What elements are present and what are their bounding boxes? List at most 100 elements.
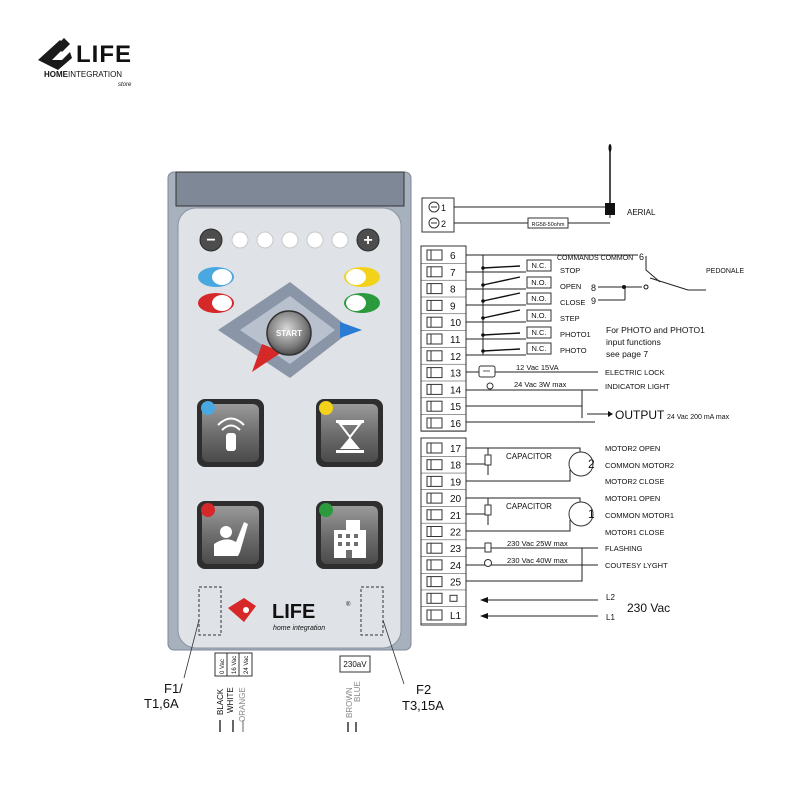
contact-type: N.C. bbox=[532, 261, 547, 270]
input-8-num: 8 bbox=[591, 283, 596, 293]
timer-button[interactable] bbox=[316, 399, 383, 467]
transformer-wire: WHITE bbox=[226, 687, 235, 713]
contact-type: N.O. bbox=[531, 294, 546, 303]
terminal-number: 25 bbox=[450, 578, 462, 589]
terminal-25: 25 bbox=[421, 576, 466, 591]
open-label: OPEN bbox=[560, 282, 581, 291]
mains-l1-label: L1 bbox=[606, 613, 615, 622]
transformer-tap: 16 Vac bbox=[232, 656, 238, 674]
terminal-13: 13 bbox=[421, 367, 466, 382]
input-contact: N.C. bbox=[466, 259, 552, 273]
fuse-f1-rating: T1,6A bbox=[144, 696, 179, 711]
contact-type: N.C. bbox=[532, 328, 547, 337]
terminal-number: 17 bbox=[450, 444, 462, 455]
motor1-open-label: MOTOR1 OPEN bbox=[605, 494, 660, 503]
electric-lock-icon bbox=[478, 365, 496, 378]
brand-logo: LIFE HOMEINTEGRATION store bbox=[38, 38, 132, 88]
terminal-number: 8 bbox=[450, 285, 456, 296]
transformer-tap: 24 Vac bbox=[244, 656, 250, 674]
control-panel: − + bbox=[167, 171, 412, 651]
terminal-number: 15 bbox=[450, 402, 462, 413]
courtesy-rating: 230 Vac 40W max bbox=[507, 556, 568, 565]
input-contact: N.O. bbox=[466, 292, 552, 306]
lock-label: ELECTRIC LOCK bbox=[605, 368, 665, 377]
capacitor-icon bbox=[484, 504, 492, 516]
remote-wifi-icon bbox=[217, 417, 245, 451]
panel-logo-name: LIFE bbox=[272, 601, 315, 623]
plus-button[interactable] bbox=[356, 228, 380, 252]
svg-text:HOMEINTEGRATION: HOMEINTEGRATION bbox=[44, 70, 122, 79]
contact-type: N.C. bbox=[532, 344, 547, 353]
transformer-wire: ORANGE bbox=[238, 687, 247, 722]
mains-wire: BROWN bbox=[345, 687, 354, 718]
input-9-num: 9 bbox=[591, 296, 596, 306]
terminal-12: 12 bbox=[421, 350, 466, 365]
terminal-number: 18 bbox=[450, 461, 462, 472]
input-contact: N.O. bbox=[466, 309, 552, 323]
fuse-f2-rating: T3,15A bbox=[402, 698, 444, 713]
terminal-21: 21 bbox=[421, 509, 466, 524]
fuse-holder-f2 bbox=[360, 586, 384, 636]
courtesy-label: COUTESY LYGHT bbox=[605, 561, 668, 570]
mains-l2-label: L2 bbox=[606, 593, 615, 602]
flash-label: FLASHING bbox=[605, 544, 643, 553]
output-wiring: 12 Vac 15VA ELECTRIC LOCK 24 Vac 3W max … bbox=[466, 363, 730, 423]
photo-label: PHOTO bbox=[560, 346, 587, 355]
aerial-terminal: 1 bbox=[441, 203, 446, 213]
building-icon bbox=[334, 520, 366, 558]
minus-label: − bbox=[206, 232, 215, 249]
mains-voltage-label: 230 Vac bbox=[627, 601, 670, 615]
terminal-number: 10 bbox=[450, 318, 462, 329]
motor2-close-label: MOTOR2 CLOSE bbox=[605, 477, 664, 486]
terminal-fuse bbox=[421, 592, 466, 607]
courtesy-lamp-icon bbox=[484, 559, 492, 567]
start-button[interactable] bbox=[266, 310, 312, 356]
level-led bbox=[231, 231, 249, 249]
commands-common-num: 6 bbox=[639, 252, 644, 262]
person-icon bbox=[214, 522, 248, 556]
capacitor-icon bbox=[484, 454, 492, 466]
remote-learn-button[interactable] bbox=[197, 399, 264, 467]
commands-common-label: COMMANDS COMMON bbox=[557, 255, 633, 262]
terminal-17: 17 bbox=[421, 442, 466, 457]
motor1-num: 1 bbox=[588, 507, 595, 521]
transformer-tap: 0 Vac bbox=[220, 659, 226, 674]
terminal-11: 11 bbox=[421, 333, 466, 348]
pedestrian-button[interactable] bbox=[197, 501, 264, 569]
photo-note-line3: see page 7 bbox=[606, 349, 648, 359]
flashing-lamp-icon bbox=[484, 542, 492, 553]
terminal-number: 11 bbox=[450, 335, 461, 346]
terminal-number: 22 bbox=[450, 528, 462, 539]
motor2-common-label: COMMON MOTOR2 bbox=[605, 461, 674, 470]
terminal-19: 19 bbox=[421, 475, 466, 490]
terminal-20: 20 bbox=[421, 492, 466, 507]
photo-note-line2: input functions bbox=[606, 337, 661, 347]
minus-button[interactable] bbox=[199, 228, 223, 252]
motor1-common-label: COMMON MOTOR1 bbox=[605, 511, 674, 520]
terminal-number: L1 bbox=[450, 611, 462, 622]
brand-name: LIFE bbox=[76, 41, 132, 68]
transformer-wire: BLACK bbox=[216, 688, 225, 715]
motor1-capacitor-label: CAPACITOR bbox=[506, 502, 552, 511]
pedonal-label: PEDONALE bbox=[706, 268, 744, 275]
building-button[interactable] bbox=[316, 501, 383, 569]
indicator-label: INDICATOR LIGHT bbox=[605, 382, 670, 391]
mains-connector: 230aV BROWN BLUE bbox=[339, 655, 371, 732]
terminal-8: 8 bbox=[421, 283, 466, 298]
motor2-capacitor-label: CAPACITOR bbox=[506, 452, 552, 461]
terminal-number: 24 bbox=[450, 561, 462, 572]
aerial-cable-label: RG58-50ohm bbox=[531, 222, 564, 228]
brand-line2: store bbox=[118, 82, 132, 88]
panel-logo: LIFE ® home integration bbox=[228, 598, 351, 632]
terminal-9: 9 bbox=[421, 299, 466, 315]
terminal-14: 14 bbox=[421, 383, 466, 399]
motor1-icon bbox=[568, 501, 594, 527]
motor1-close-label: MOTOR1 CLOSE bbox=[605, 528, 664, 537]
panel-logo-reg: ® bbox=[346, 601, 351, 608]
flash-rating: 230 Vac 25W max bbox=[507, 539, 568, 548]
terminal-number: 20 bbox=[450, 494, 462, 505]
mains-wire: BLUE bbox=[353, 681, 362, 702]
status-led-blue bbox=[198, 267, 234, 287]
